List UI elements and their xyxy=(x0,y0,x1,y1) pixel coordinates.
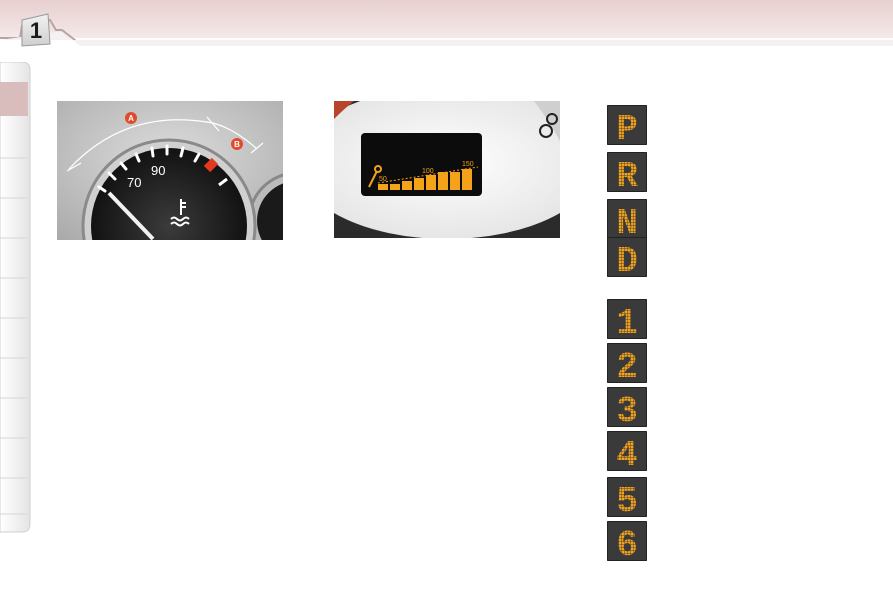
gear-indicator-label: 2 xyxy=(616,347,638,383)
gauge-tick-label-70: 70 xyxy=(127,175,141,190)
chapter-number: 1 xyxy=(29,18,43,43)
gear-indicator-label: 6 xyxy=(616,525,638,561)
gear-indicator-label: R xyxy=(616,156,638,192)
gear-indicator-3: 3 xyxy=(607,387,647,427)
sidebar-tabs xyxy=(0,62,31,533)
dimension-label-a: A xyxy=(128,114,134,123)
gear-indicator-p: P xyxy=(607,105,647,145)
gear-indicator-d: D xyxy=(607,237,647,277)
oil-level-bar xyxy=(378,184,388,190)
gear-indicator-1: 1 xyxy=(607,299,647,339)
oil-level-bar xyxy=(462,169,472,190)
header-band xyxy=(0,0,893,47)
gear-indicator-label: D xyxy=(616,241,638,277)
page-header: 1 xyxy=(0,0,893,50)
oil-level-bar xyxy=(402,181,412,190)
gear-indicator-6: 6 xyxy=(607,521,647,561)
gear-indicator-label: 3 xyxy=(616,391,638,427)
gear-indicator-label: P xyxy=(616,109,638,145)
gear-indicator-r: R xyxy=(607,152,647,192)
oil-level-bar xyxy=(438,172,448,190)
oil-level-bar xyxy=(450,172,460,190)
gear-indicator-label: N xyxy=(616,203,638,239)
oil-level-bar xyxy=(414,178,424,190)
gear-indicator-label: 4 xyxy=(616,435,638,471)
oil-level-display-photo: 50 100 150 xyxy=(334,101,560,238)
display-scale-150: 150 xyxy=(462,161,474,168)
oil-level-bar xyxy=(390,184,400,190)
gauge-tick-label-90: 90 xyxy=(151,163,165,178)
coolant-gauge-photo: A B 70 90 xyxy=(57,101,283,240)
gear-indicator-4: 4 xyxy=(607,431,647,471)
coolant-temperature-icon xyxy=(170,199,190,227)
oil-level-bars xyxy=(378,169,472,190)
gear-indicator-5: 5 xyxy=(607,477,647,517)
display-scale-100: 100 xyxy=(422,168,434,175)
dimension-label-b: B xyxy=(234,140,240,149)
gear-indicator-label: 5 xyxy=(616,481,638,517)
gear-indicator-label: 1 xyxy=(616,303,638,339)
oil-level-bar xyxy=(426,175,436,190)
display-scale-50: 50 xyxy=(379,176,387,183)
gear-indicator-n: N xyxy=(607,199,647,239)
oil-can-icon xyxy=(368,165,382,188)
sidebar-frame xyxy=(0,62,31,533)
gear-indicator-2: 2 xyxy=(607,343,647,383)
